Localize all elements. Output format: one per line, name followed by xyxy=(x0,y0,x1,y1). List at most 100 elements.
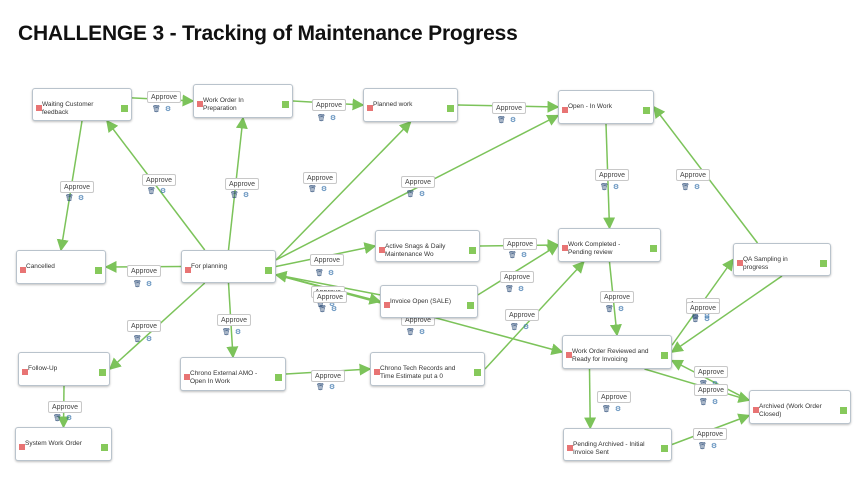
output-port[interactable] xyxy=(474,369,481,376)
trash-icon[interactable]: 🗑 xyxy=(600,184,609,191)
gears-icon[interactable]: ⚙ xyxy=(65,415,73,422)
gears-icon[interactable]: ⚙ xyxy=(320,186,328,193)
approve-transition-label[interactable]: Approve xyxy=(48,401,83,413)
status-node-archived[interactable]: Archived (Work Order Closed) xyxy=(749,390,851,424)
approve-transition-label[interactable]: Approve xyxy=(676,169,711,181)
input-port[interactable] xyxy=(562,107,568,113)
approve-transition-label[interactable]: Approve xyxy=(503,238,538,250)
trash-icon[interactable]: 🗑 xyxy=(406,191,415,198)
input-port[interactable] xyxy=(22,369,28,375)
input-port[interactable] xyxy=(367,105,373,111)
gears-icon[interactable]: ⚙ xyxy=(418,191,426,198)
trash-icon[interactable]: 🗑 xyxy=(316,384,325,391)
trash-icon[interactable]: 🗑 xyxy=(317,115,326,122)
output-port[interactable] xyxy=(643,107,650,114)
gears-icon[interactable]: ⚙ xyxy=(145,281,153,288)
trash-icon[interactable]: 🗑 xyxy=(691,313,700,320)
approve-transition-label[interactable]: Approve xyxy=(686,302,721,314)
gears-icon[interactable]: ⚙ xyxy=(522,324,530,331)
gears-icon[interactable]: ⚙ xyxy=(509,117,517,124)
trash-icon[interactable]: 🗑 xyxy=(315,270,324,277)
trash-icon[interactable]: 🗑 xyxy=(133,336,142,343)
gears-icon[interactable]: ⚙ xyxy=(159,188,167,195)
trash-icon[interactable]: 🗑 xyxy=(318,306,327,313)
trash-icon[interactable]: 🗑 xyxy=(508,252,517,259)
status-node-qa[interactable]: QA Sampling in progress xyxy=(733,243,831,276)
approve-transition-label[interactable]: Approve xyxy=(597,391,632,403)
output-port[interactable] xyxy=(650,245,657,252)
output-port[interactable] xyxy=(820,260,827,267)
gears-icon[interactable]: ⚙ xyxy=(418,329,426,336)
approve-transition-label[interactable]: Approve xyxy=(312,99,347,111)
approve-transition-label[interactable]: Approve xyxy=(311,370,346,382)
input-port[interactable] xyxy=(562,245,568,251)
gears-icon[interactable]: ⚙ xyxy=(703,313,711,320)
transition-arrow[interactable] xyxy=(670,275,783,353)
status-node-wo-reviewed[interactable]: Work Order Reviewed and Ready for Invoic… xyxy=(562,335,672,369)
gears-icon[interactable]: ⚙ xyxy=(693,184,701,191)
output-port[interactable] xyxy=(275,374,282,381)
approve-transition-label[interactable]: Approve xyxy=(217,314,252,326)
status-node-invoice-open[interactable]: Invoice Open (SALE) xyxy=(380,285,478,318)
trash-icon[interactable]: 🗑 xyxy=(505,286,514,293)
gears-icon[interactable]: ⚙ xyxy=(617,306,625,313)
input-port[interactable] xyxy=(374,369,380,375)
output-port[interactable] xyxy=(447,105,454,112)
input-port[interactable] xyxy=(737,260,743,266)
approve-transition-label[interactable]: Approve xyxy=(127,265,162,277)
gears-icon[interactable]: ⚙ xyxy=(330,306,338,313)
input-port[interactable] xyxy=(566,352,572,358)
status-node-planned[interactable]: Planned work xyxy=(363,88,458,122)
approve-transition-label[interactable]: Approve xyxy=(600,291,635,303)
gears-icon[interactable]: ⚙ xyxy=(710,443,718,450)
approve-transition-label[interactable]: Approve xyxy=(310,254,345,266)
input-port[interactable] xyxy=(197,101,203,107)
gears-icon[interactable]: ⚙ xyxy=(145,336,153,343)
trash-icon[interactable]: 🗑 xyxy=(53,415,62,422)
approve-transition-label[interactable]: Approve xyxy=(693,428,728,440)
status-node-follow-up[interactable]: Follow-Up xyxy=(18,352,110,386)
approve-transition-label[interactable]: Approve xyxy=(127,320,162,332)
status-node-pending-archived[interactable]: Pending Archived - Initial Invoice Sent xyxy=(563,428,672,461)
transition-arrow[interactable] xyxy=(477,244,560,296)
transition-arrow[interactable] xyxy=(670,359,750,401)
trash-icon[interactable]: 🗑 xyxy=(230,192,239,199)
input-port[interactable] xyxy=(379,247,385,253)
output-port[interactable] xyxy=(265,267,272,274)
trash-icon[interactable]: 🗑 xyxy=(308,186,317,193)
gears-icon[interactable]: ⚙ xyxy=(164,106,172,113)
gears-icon[interactable]: ⚙ xyxy=(711,399,719,406)
trash-icon[interactable]: 🗑 xyxy=(152,106,161,113)
trash-icon[interactable]: 🗑 xyxy=(133,281,142,288)
output-port[interactable] xyxy=(661,445,668,452)
approve-transition-label[interactable]: Approve xyxy=(147,91,182,103)
input-port[interactable] xyxy=(753,407,759,413)
output-port[interactable] xyxy=(101,444,108,451)
transition-arrow[interactable] xyxy=(584,368,597,430)
gears-icon[interactable]: ⚙ xyxy=(329,115,337,122)
status-node-system-wo[interactable]: System Work Order xyxy=(15,427,112,461)
approve-transition-label[interactable]: Approve xyxy=(694,366,729,378)
gears-icon[interactable]: ⚙ xyxy=(77,195,85,202)
approve-transition-label[interactable]: Approve xyxy=(60,181,95,193)
input-port[interactable] xyxy=(19,444,25,450)
approve-transition-label[interactable]: Approve xyxy=(225,178,260,190)
trash-icon[interactable]: 🗑 xyxy=(510,324,519,331)
gears-icon[interactable]: ⚙ xyxy=(234,329,242,336)
output-port[interactable] xyxy=(99,369,106,376)
trash-icon[interactable]: 🗑 xyxy=(497,117,506,124)
trash-icon[interactable]: 🗑 xyxy=(691,316,700,323)
input-port[interactable] xyxy=(20,267,26,273)
approve-transition-label[interactable]: Approve xyxy=(595,169,630,181)
output-port[interactable] xyxy=(469,247,476,254)
output-port[interactable] xyxy=(661,352,668,359)
gears-icon[interactable]: ⚙ xyxy=(520,252,528,259)
trash-icon[interactable]: 🗑 xyxy=(602,406,611,413)
approve-transition-label[interactable]: Approve xyxy=(500,271,535,283)
status-node-open-work[interactable]: Open - In Work xyxy=(558,90,654,124)
gears-icon[interactable]: ⚙ xyxy=(328,384,336,391)
trash-icon[interactable]: 🗑 xyxy=(222,329,231,336)
transition-arrow[interactable] xyxy=(275,120,412,261)
trash-icon[interactable]: 🗑 xyxy=(698,443,707,450)
status-node-cancelled[interactable]: Cancelled xyxy=(16,250,106,284)
